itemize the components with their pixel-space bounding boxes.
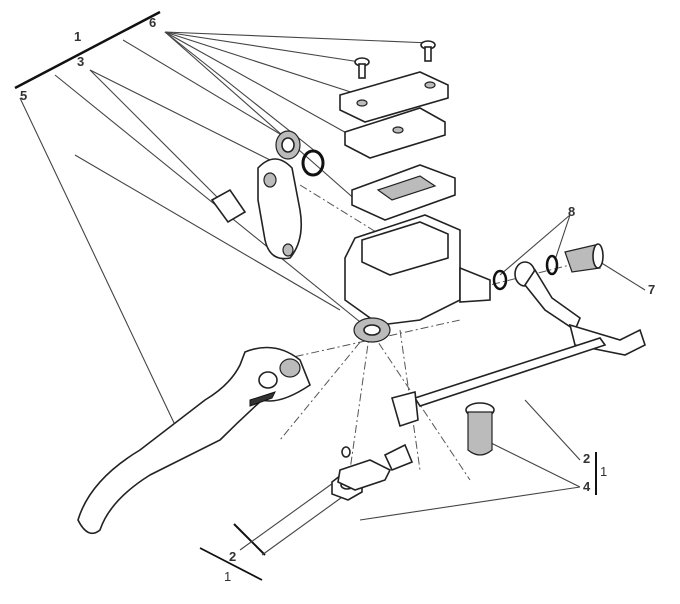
leader-lines bbox=[19, 31, 646, 556]
group-bracket-lines bbox=[14, 10, 597, 581]
brake-switch bbox=[337, 443, 414, 491]
reservoir-cover bbox=[339, 71, 456, 221]
reservoir-cap-and-seal bbox=[275, 130, 325, 177]
callout-1-bottom: 1 bbox=[224, 569, 232, 584]
callout-2-bottom: 2 bbox=[229, 549, 237, 564]
callout-3: 3 bbox=[77, 54, 85, 69]
brake-lever bbox=[77, 346, 311, 535]
callout-8: 8 bbox=[568, 204, 576, 219]
hose-and-pushrod bbox=[391, 323, 646, 428]
cover-screw bbox=[354, 40, 436, 79]
handlebar-clamp bbox=[210, 158, 303, 260]
master-cylinder-body bbox=[344, 214, 491, 343]
callout-2-right: 2 bbox=[583, 451, 591, 466]
callout-1-top: 1 bbox=[74, 29, 82, 44]
callout-4: 4 bbox=[583, 479, 591, 494]
callout-1-right: 1 bbox=[600, 464, 608, 479]
callout-6: 6 bbox=[149, 15, 157, 30]
banjo-fitting bbox=[492, 243, 604, 332]
callout-7: 7 bbox=[648, 282, 656, 297]
callout-5: 5 bbox=[20, 88, 28, 103]
